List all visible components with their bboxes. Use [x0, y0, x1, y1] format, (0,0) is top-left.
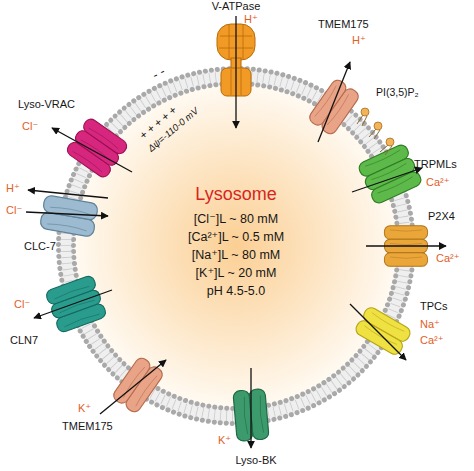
flux-arrow	[34, 290, 112, 318]
node-name: Lyso-VRAC	[18, 98, 75, 111]
channel-shape	[230, 386, 271, 445]
node-text: Ca²⁺	[436, 252, 460, 265]
node-text: CLN7	[10, 334, 38, 347]
proton-pump: V-ATPaseH⁺	[214, 22, 258, 98]
ion-channel: TPCsNa⁺Ca²⁺	[366, 303, 400, 359]
ion-channel: Lyso-BKK⁺	[233, 387, 269, 443]
node-text: [K⁺]L ~ 20 mM	[196, 266, 277, 280]
flux-arrow	[26, 212, 108, 216]
node-text: Na⁺	[420, 318, 440, 331]
channel-shape	[382, 224, 430, 268]
node-text: K⁺	[218, 434, 231, 447]
node-text: [Na⁺]L ~ 80 mM	[192, 248, 280, 262]
node-name: Lysosome	[195, 184, 276, 205]
ion-channel: K⁺TMEM175	[121, 357, 155, 413]
node-name: Lyso-BK	[235, 454, 276, 467]
flux-arrow	[235, 16, 236, 128]
ion-channel: TMEM175H⁺	[317, 79, 351, 135]
lysosome: Lysosome [Cl⁻]L ~ 80 mM [Ca²⁺]L ~ 0.5 mM [N…	[56, 66, 416, 426]
pump-shape	[214, 22, 258, 98]
node-name: TPCs	[420, 300, 448, 313]
ion-channel: TRPMLsCa²⁺	[366, 145, 414, 203]
node-name: TRPMLs	[414, 158, 457, 171]
flux-arrow	[350, 304, 406, 360]
node-text: Ca²⁺	[426, 176, 450, 189]
ion-channel: P2X4Ca²⁺	[384, 222, 428, 270]
node-text: TMEM175	[62, 420, 113, 433]
channel-shape	[36, 193, 102, 241]
flux-arrow	[28, 190, 108, 198]
node-text: [Ca²⁺]L ~ 0.5 mM	[188, 230, 284, 244]
node-name: P2X4	[428, 210, 455, 223]
node-name: Cl⁻	[14, 298, 30, 311]
node-text: Cl⁻	[6, 204, 22, 217]
node-name: K⁺	[78, 402, 91, 415]
ion-channel: Cl⁻CLN7	[52, 276, 100, 332]
node-text: Ca²⁺	[420, 334, 444, 347]
ion-channel: Lyso-VRACCl⁻	[74, 121, 120, 175]
ion-exchanger: H⁺Cl⁻CLC-7	[50, 186, 88, 246]
lipid-heads	[357, 108, 394, 155]
node-name: V-ATPase	[212, 0, 261, 13]
node-text: H⁺	[352, 34, 366, 47]
flux-arrow	[52, 128, 132, 172]
node-text: pH 4.5-5.0	[207, 284, 265, 298]
node-text: CLC-7	[24, 240, 56, 253]
flux-arrow	[352, 168, 422, 192]
node-name: H⁺	[6, 182, 20, 195]
node-text: H⁺	[244, 13, 258, 26]
lipid-label: PI(3,5)P₂	[376, 86, 419, 98]
flux-arrow	[250, 368, 251, 448]
node-name: TMEM175	[318, 18, 369, 31]
node-text: [Cl⁻]L ~ 80 mM	[194, 212, 278, 226]
flux-arrow	[100, 360, 166, 414]
flux-arrow	[318, 62, 350, 142]
lysosome-membrane	[56, 66, 416, 426]
flux-arrow	[366, 245, 446, 246]
charge-signs: - -	[150, 64, 168, 83]
node-text: Cl⁻	[22, 120, 38, 133]
